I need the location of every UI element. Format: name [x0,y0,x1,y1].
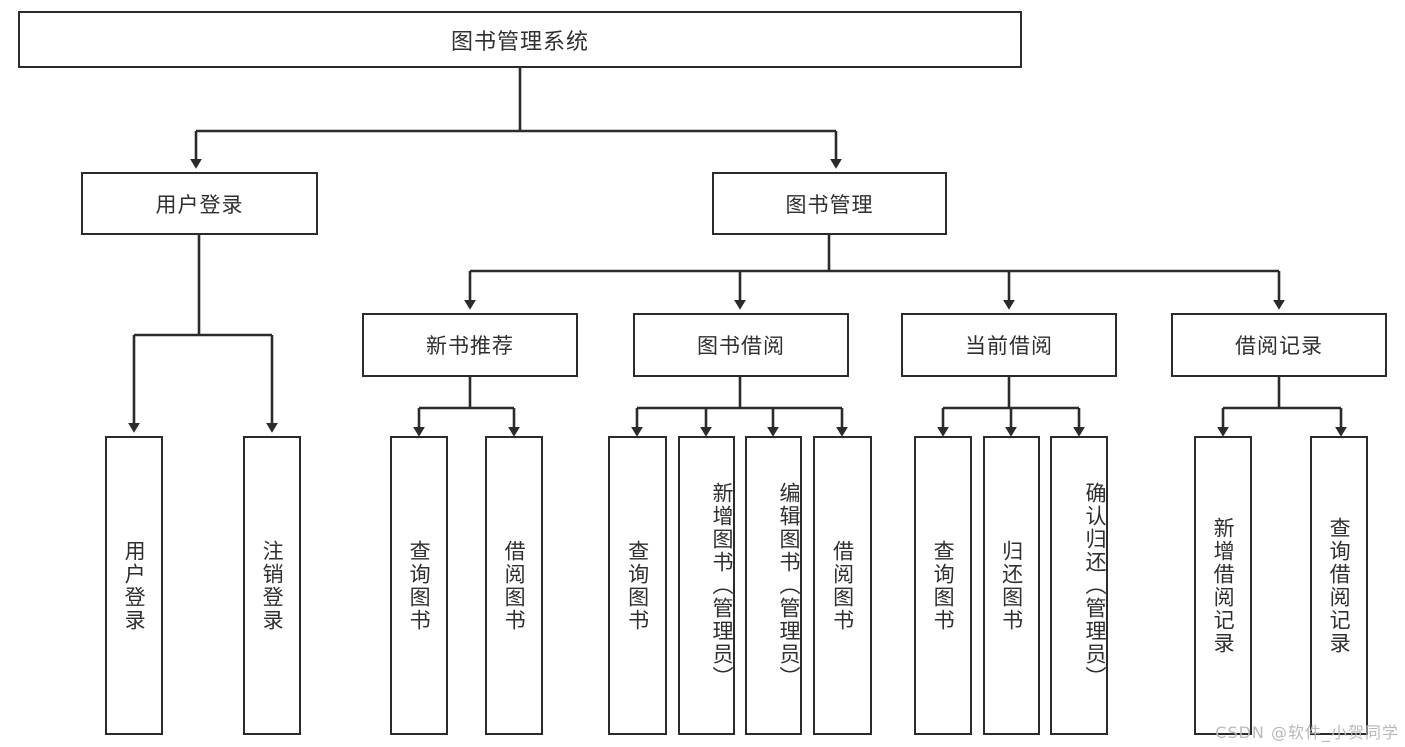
node-current-borrow[interactable]: 当前借阅 [901,313,1117,377]
leaf-borrow-record-2[interactable]: 查询借阅记录 [1310,436,1368,735]
leaf-user-login-1-label: 用户登录 [122,539,147,632]
leaf-recommend-2[interactable]: 借阅图书 [485,436,543,735]
node-current-borrow-label: 当前借阅 [965,334,1053,358]
leaf-book-borrow-2-label: 新增图书（管理员） [710,482,734,689]
leaf-current-borrow-1[interactable]: 查询图书 [914,436,972,735]
leaf-book-borrow-1[interactable]: 查询图书 [608,436,667,735]
leaf-recommend-2-label: 借阅图书 [502,539,527,632]
node-book-borrow[interactable]: 图书借阅 [633,313,849,377]
leaf-user-login-2[interactable]: 注销登录 [243,436,301,735]
csdn-watermark: CSDN @软件_小贺同学 [1215,723,1399,742]
leaf-book-borrow-4[interactable]: 借阅图书 [813,436,872,735]
leaf-borrow-record-2-label: 查询借阅记录 [1327,516,1352,655]
leaf-user-login-1[interactable]: 用户登录 [105,436,163,735]
node-user-login[interactable]: 用户登录 [81,172,318,235]
leaf-borrow-record-1-label: 新增借阅记录 [1211,516,1236,655]
node-book-borrow-label: 图书借阅 [697,334,785,358]
leaf-book-borrow-2[interactable]: 新增图书（管理员） [678,436,735,735]
leaf-current-borrow-3-label: 确认归还（管理员） [1083,482,1107,689]
leaf-borrow-record-1[interactable]: 新增借阅记录 [1194,436,1252,735]
leaf-current-borrow-2[interactable]: 归还图书 [983,436,1040,735]
leaf-user-login-2-label: 注销登录 [260,539,285,632]
node-root[interactable]: 图书管理系统 [18,11,1022,68]
node-root-label: 图书管理系统 [450,29,589,55]
node-new-book-recommend-label: 新书推荐 [426,334,514,358]
leaf-recommend-1[interactable]: 查询图书 [390,436,448,735]
node-book-management-label: 图书管理 [785,192,874,217]
leaf-recommend-1-label: 查询图书 [407,539,432,632]
node-borrow-record-label: 借阅记录 [1235,334,1323,358]
leaf-book-borrow-1-label: 查询图书 [625,539,650,632]
node-new-book-recommend[interactable]: 新书推荐 [362,313,578,377]
node-book-management[interactable]: 图书管理 [712,172,947,235]
leaf-book-borrow-4-label: 借阅图书 [830,539,855,632]
leaf-book-borrow-3[interactable]: 编辑图书（管理员） [745,436,802,735]
leaf-current-borrow-3[interactable]: 确认归还（管理员） [1050,436,1108,735]
leaf-current-borrow-1-label: 查询图书 [931,539,956,632]
node-user-login-label: 用户登录 [155,192,244,217]
node-borrow-record[interactable]: 借阅记录 [1171,313,1387,377]
leaf-book-borrow-3-label: 编辑图书（管理员） [777,482,801,689]
leaf-current-borrow-2-label: 归还图书 [999,539,1024,632]
